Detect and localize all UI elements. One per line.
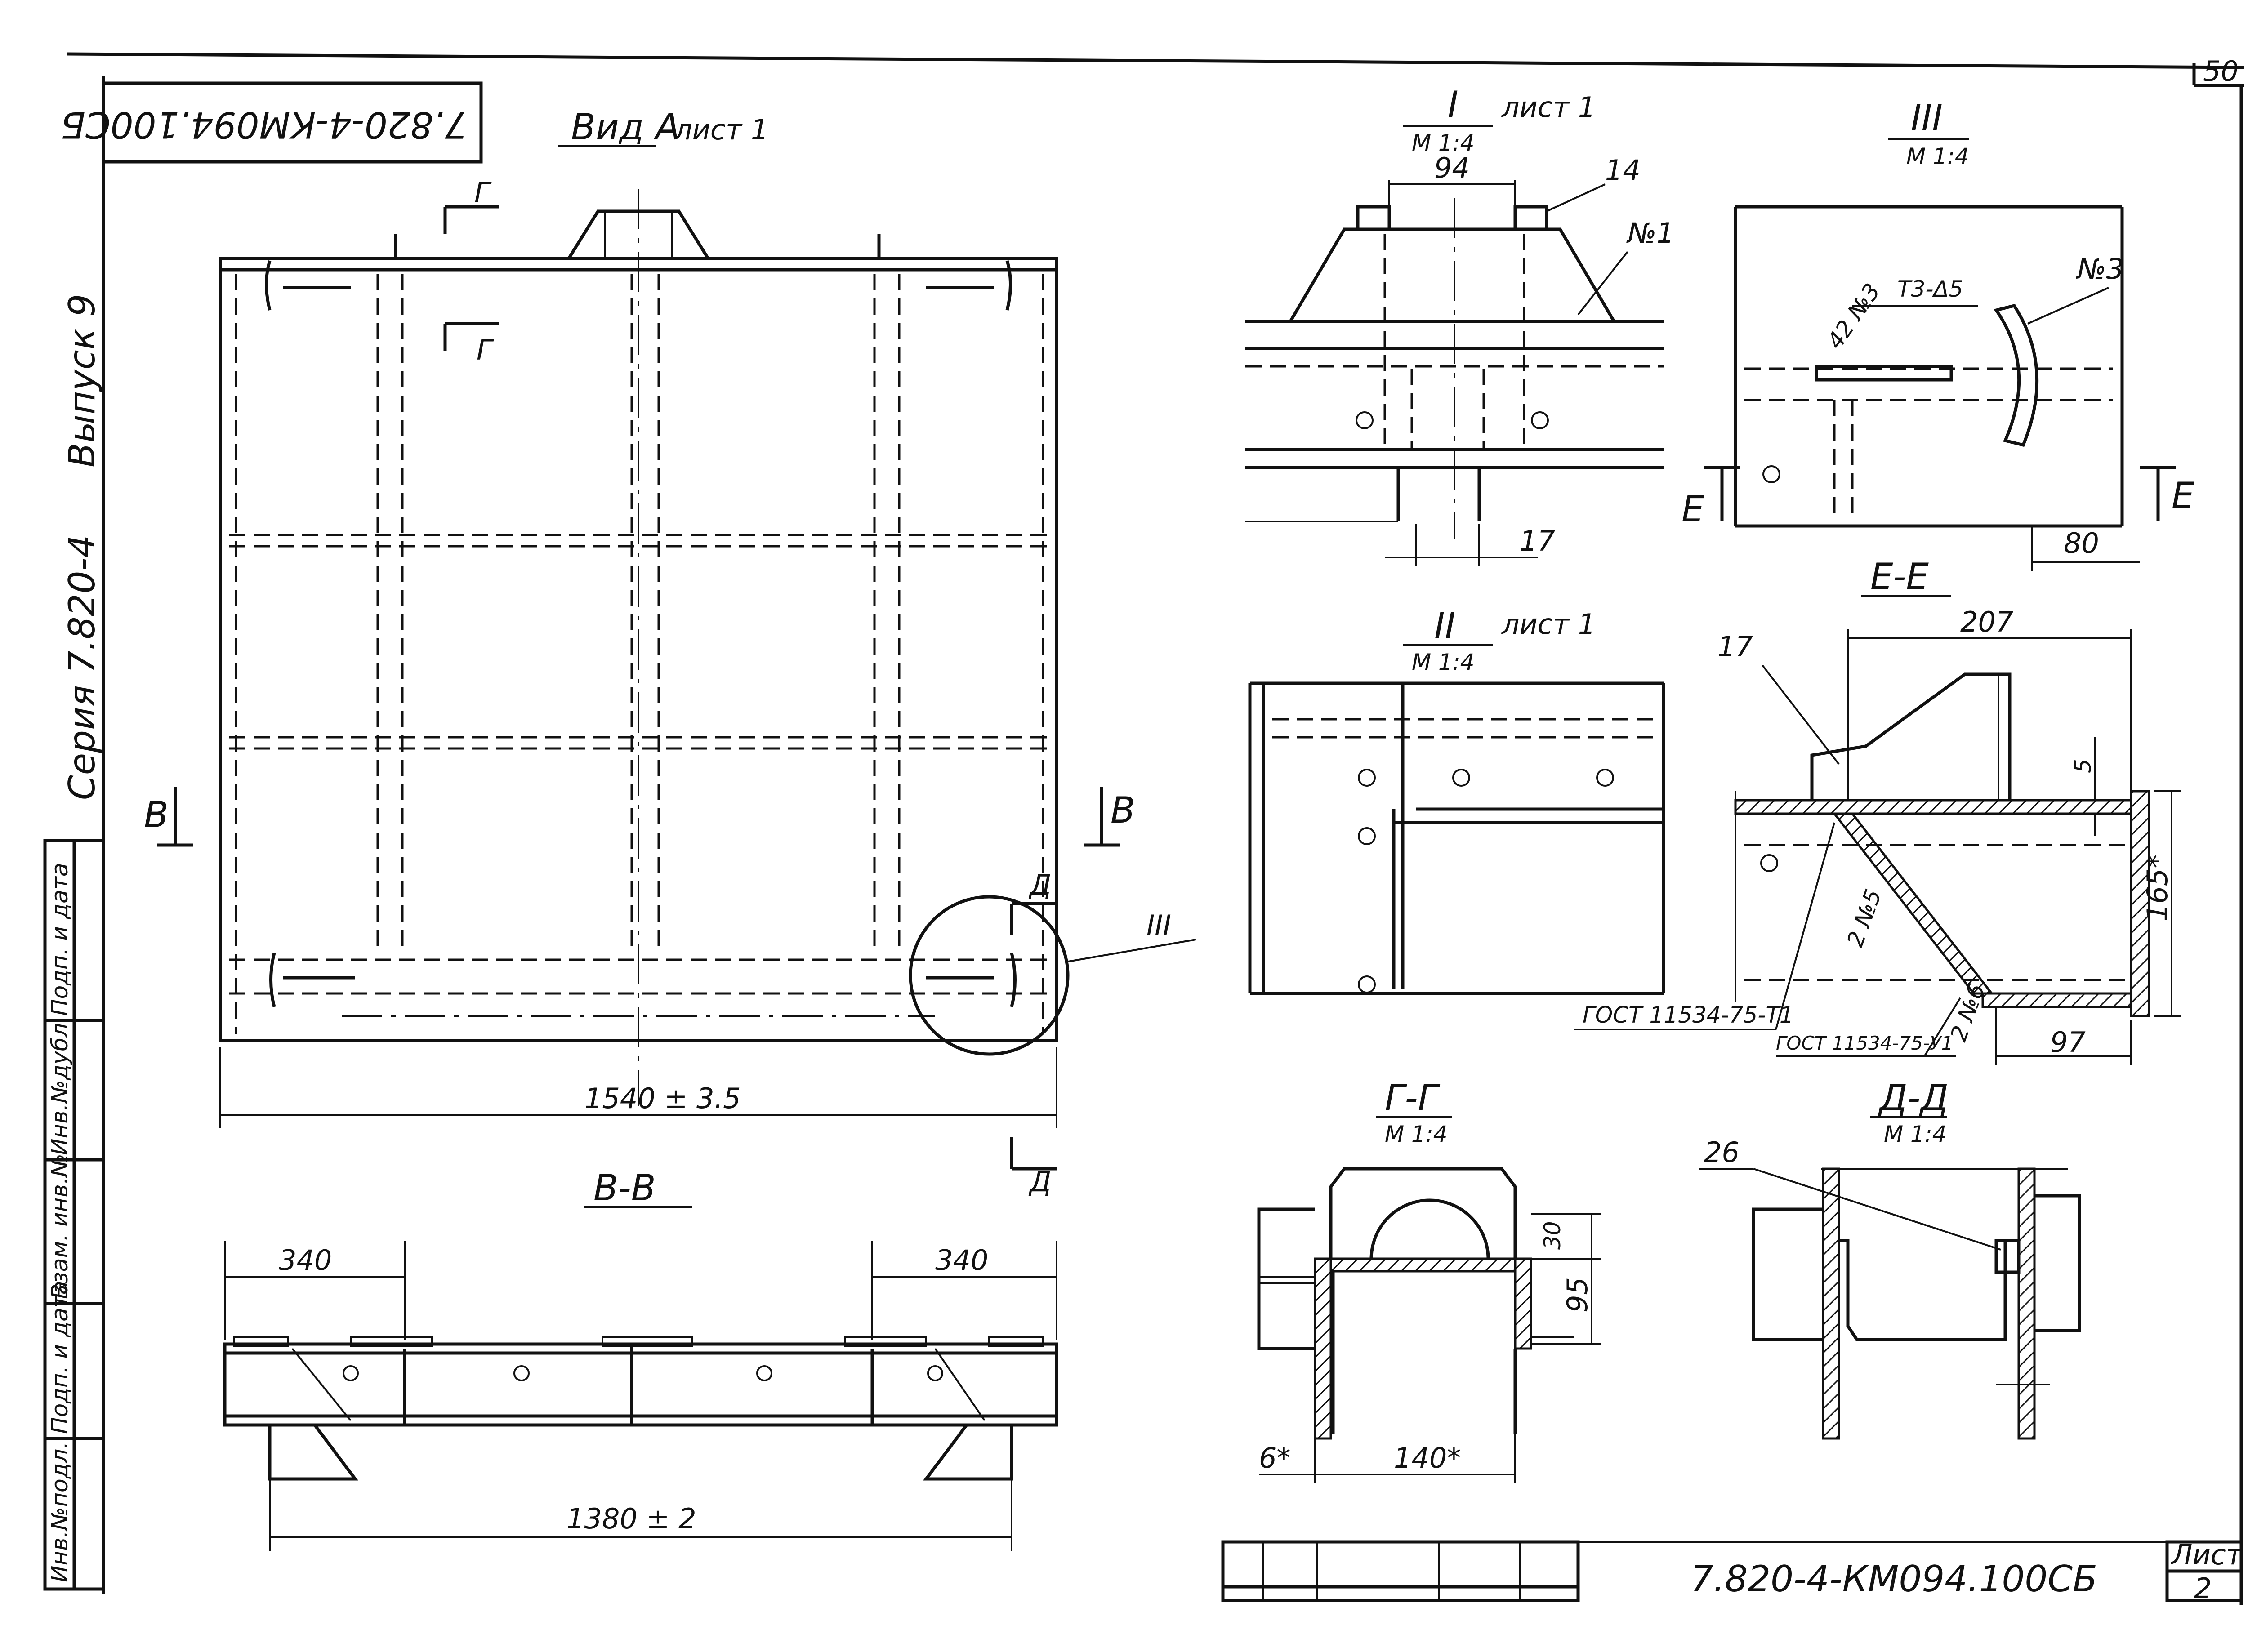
section-e-right: Е bbox=[2172, 475, 2194, 517]
detail-2-scale: М 1:4 bbox=[1412, 649, 1475, 675]
callout-circle-III bbox=[909, 895, 1070, 1056]
section-dd-label-26: 26 bbox=[1704, 1136, 1740, 1169]
dim-detail-1-17 bbox=[1385, 524, 1538, 566]
stamp-podp-data-2: Подп. и дата bbox=[47, 863, 73, 1016]
dim-width-main bbox=[219, 1047, 1057, 1128]
section-dd-drawing bbox=[1752, 1167, 2081, 1440]
callout-III-label: III bbox=[1146, 909, 1171, 942]
section-marker-e bbox=[1704, 466, 2176, 521]
doc-code-stamp: 7.820-4-КМ094.100СБ bbox=[61, 81, 483, 164]
section-g-top: Г bbox=[474, 176, 492, 209]
section-dd-title: Д-Д bbox=[1878, 1077, 1949, 1119]
detail-1-title: I bbox=[1448, 84, 1459, 125]
detail-1-drawing bbox=[1245, 198, 1664, 539]
dim-ee-207 bbox=[1847, 629, 2132, 800]
dim-vv-1380-value: 1380 ± 2 bbox=[566, 1502, 696, 1535]
dim-detail-1-17-value: 17 bbox=[1520, 525, 1555, 557]
detail-3-title: III bbox=[1911, 97, 1943, 139]
section-vv-title: В-В bbox=[593, 1167, 656, 1209]
section-gg-drawing bbox=[1257, 1167, 1574, 1440]
dim-detail-3-80-value: 80 bbox=[2064, 527, 2099, 560]
section-marker-d bbox=[1010, 902, 1057, 1171]
title-block bbox=[1221, 1540, 2243, 1602]
dim-vv-340-left bbox=[224, 1241, 406, 1340]
sheet-number: 50 bbox=[2203, 55, 2239, 88]
dim-vv-1380 bbox=[269, 1479, 1012, 1551]
detail-2-drawing bbox=[1248, 681, 1665, 995]
doc-code-rotated: 7.820-4-КМ094.100СБ bbox=[61, 104, 468, 146]
section-gg-title: Г-Г bbox=[1385, 1077, 1440, 1119]
detail-1-label-n1: №1 bbox=[1626, 217, 1674, 249]
section-gg-scale: М 1:4 bbox=[1385, 1121, 1448, 1147]
detail-2-sheet: лист 1 bbox=[1501, 608, 1596, 641]
section-v-left: В bbox=[144, 794, 169, 836]
dim-gg-95-value: 95 bbox=[1561, 1277, 1594, 1313]
section-ee-gost-1: ГОСТ 11534-75-Т1 bbox=[1583, 1002, 1794, 1028]
title-block-sheet-label: Лист bbox=[2171, 1538, 2243, 1571]
detail-3-label-n3: №3 bbox=[2076, 253, 2124, 285]
section-ee-weld-left: 2 №5 bbox=[1842, 886, 1887, 950]
issue-label: Выпуск 9 bbox=[61, 294, 103, 468]
dim-ee-5-value: 5 bbox=[2070, 759, 2096, 773]
dim-gg-30-value: 30 bbox=[1539, 1221, 1566, 1250]
stamp-podp-data-1: Подп. и дата bbox=[47, 1281, 73, 1434]
detail-3-weld-left: 42 №3 bbox=[1822, 279, 1885, 354]
dim-gg-140-value: 140* bbox=[1394, 1442, 1461, 1474]
main-view-panel bbox=[219, 189, 1058, 1106]
dim-gg-6-value: 6* bbox=[1259, 1442, 1290, 1474]
detail-1-sheet: лист 1 bbox=[1501, 91, 1596, 124]
section-ee-label-17: 17 bbox=[1717, 630, 1753, 663]
section-ee-title: Е-Е bbox=[1870, 556, 1929, 597]
dim-ee-207-value: 207 bbox=[1960, 606, 2013, 638]
section-ee-gost-2: ГОСТ 11534-75-У1 bbox=[1776, 1032, 1953, 1054]
dim-gg-140 bbox=[1259, 1434, 1516, 1483]
section-ee-drawing bbox=[1734, 672, 2150, 1043]
section-e-left: Е bbox=[1682, 488, 1704, 530]
dim-gg-30-95 bbox=[1531, 1213, 1601, 1345]
dim-vv-340-left-value: 340 bbox=[279, 1244, 332, 1277]
title-block-sheet-value: 2 bbox=[2194, 1572, 2212, 1605]
detail-1-scale: М 1:4 bbox=[1412, 130, 1475, 156]
view-main-title: Вид А bbox=[571, 106, 680, 148]
detail-3-scale: М 1:4 bbox=[1906, 143, 1969, 169]
dim-vv-340-right-value: 340 bbox=[935, 1244, 988, 1277]
section-d-top: Д bbox=[1028, 868, 1051, 901]
section-dd-scale: М 1:4 bbox=[1884, 1121, 1947, 1147]
view-main-subtitle: лист 1 bbox=[674, 113, 768, 146]
dim-detail-1-94-value: 94 bbox=[1434, 151, 1470, 184]
detail-3-weld-mid: Т3-Δ5 bbox=[1897, 276, 1963, 302]
section-marker-v bbox=[157, 787, 1120, 847]
dim-ee-165-value: 165* bbox=[2141, 855, 2174, 922]
stamp-inv-podl: Инв.№подл. bbox=[47, 1442, 73, 1582]
detail-3-drawing bbox=[1734, 205, 2124, 528]
detail-1-label-14: 14 bbox=[1605, 154, 1641, 187]
stamp-inv-dubl: Инв.№дубл. bbox=[47, 1016, 73, 1155]
series-label: Серия 7.820-4 bbox=[61, 535, 103, 800]
dim-ee-165 bbox=[2154, 790, 2181, 1017]
section-g-bottom: Г bbox=[477, 334, 494, 366]
title-block-designation: 7.820-4-КМ094.100СБ bbox=[1690, 1558, 2097, 1600]
dim-ee-97 bbox=[1995, 1011, 2132, 1065]
detail-2-title: II bbox=[1434, 605, 1455, 647]
stamp-vzam-inv: Взам. инв.№ bbox=[47, 1153, 73, 1299]
dim-width-value: 1540 ± 3.5 bbox=[584, 1082, 741, 1115]
dim-vv-340-right bbox=[871, 1241, 1057, 1340]
section-vv-drawing bbox=[223, 1336, 1058, 1481]
dim-ee-97-value: 97 bbox=[2050, 1026, 2086, 1059]
section-d-bottom: Д bbox=[1028, 1165, 1051, 1198]
section-v-right: В bbox=[1111, 789, 1135, 831]
side-stamp bbox=[43, 839, 105, 1591]
dim-detail-3-80 bbox=[2031, 526, 2140, 571]
section-marker-g bbox=[443, 205, 499, 351]
dim-detail-1-94 bbox=[1388, 180, 1516, 207]
